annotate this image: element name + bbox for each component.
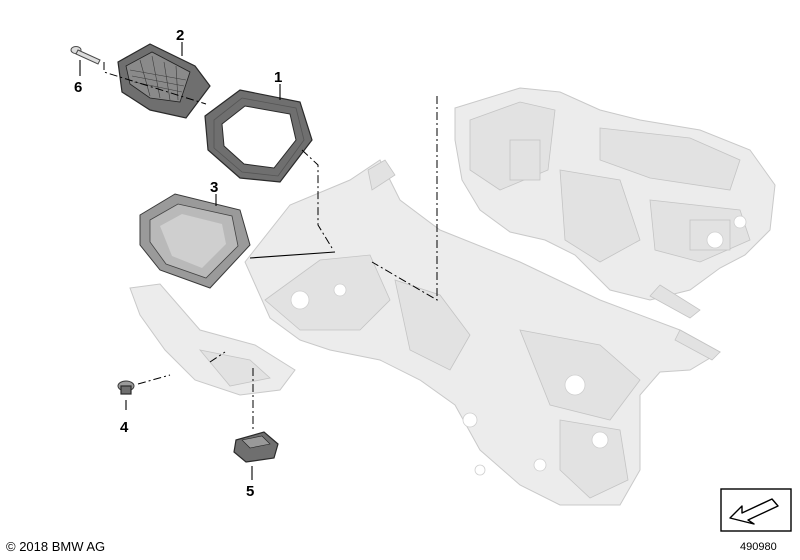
arrow-down-left-icon[interactable] bbox=[720, 488, 792, 532]
assembly-lines bbox=[103, 62, 438, 430]
leader-lines bbox=[79, 42, 336, 480]
firewall-ghost bbox=[244, 159, 722, 506]
diagram-number: 490980 bbox=[740, 541, 777, 553]
seal-cover-part bbox=[139, 193, 251, 289]
hvac-housing-ghost bbox=[454, 87, 776, 319]
screw-part bbox=[70, 46, 101, 65]
frame-part bbox=[204, 89, 313, 183]
callout-4: 4 bbox=[120, 419, 129, 436]
callout-1: 1 bbox=[274, 69, 282, 86]
bracket-part bbox=[129, 283, 296, 396]
callout-3: 3 bbox=[210, 179, 218, 196]
callout-2: 2 bbox=[176, 27, 184, 44]
copyright-notice: © 2018 BMW AG bbox=[6, 539, 106, 554]
callout-6: 6 bbox=[74, 79, 82, 96]
connector-part bbox=[233, 431, 279, 463]
clip-part bbox=[117, 380, 135, 395]
callout-5: 5 bbox=[246, 483, 254, 500]
